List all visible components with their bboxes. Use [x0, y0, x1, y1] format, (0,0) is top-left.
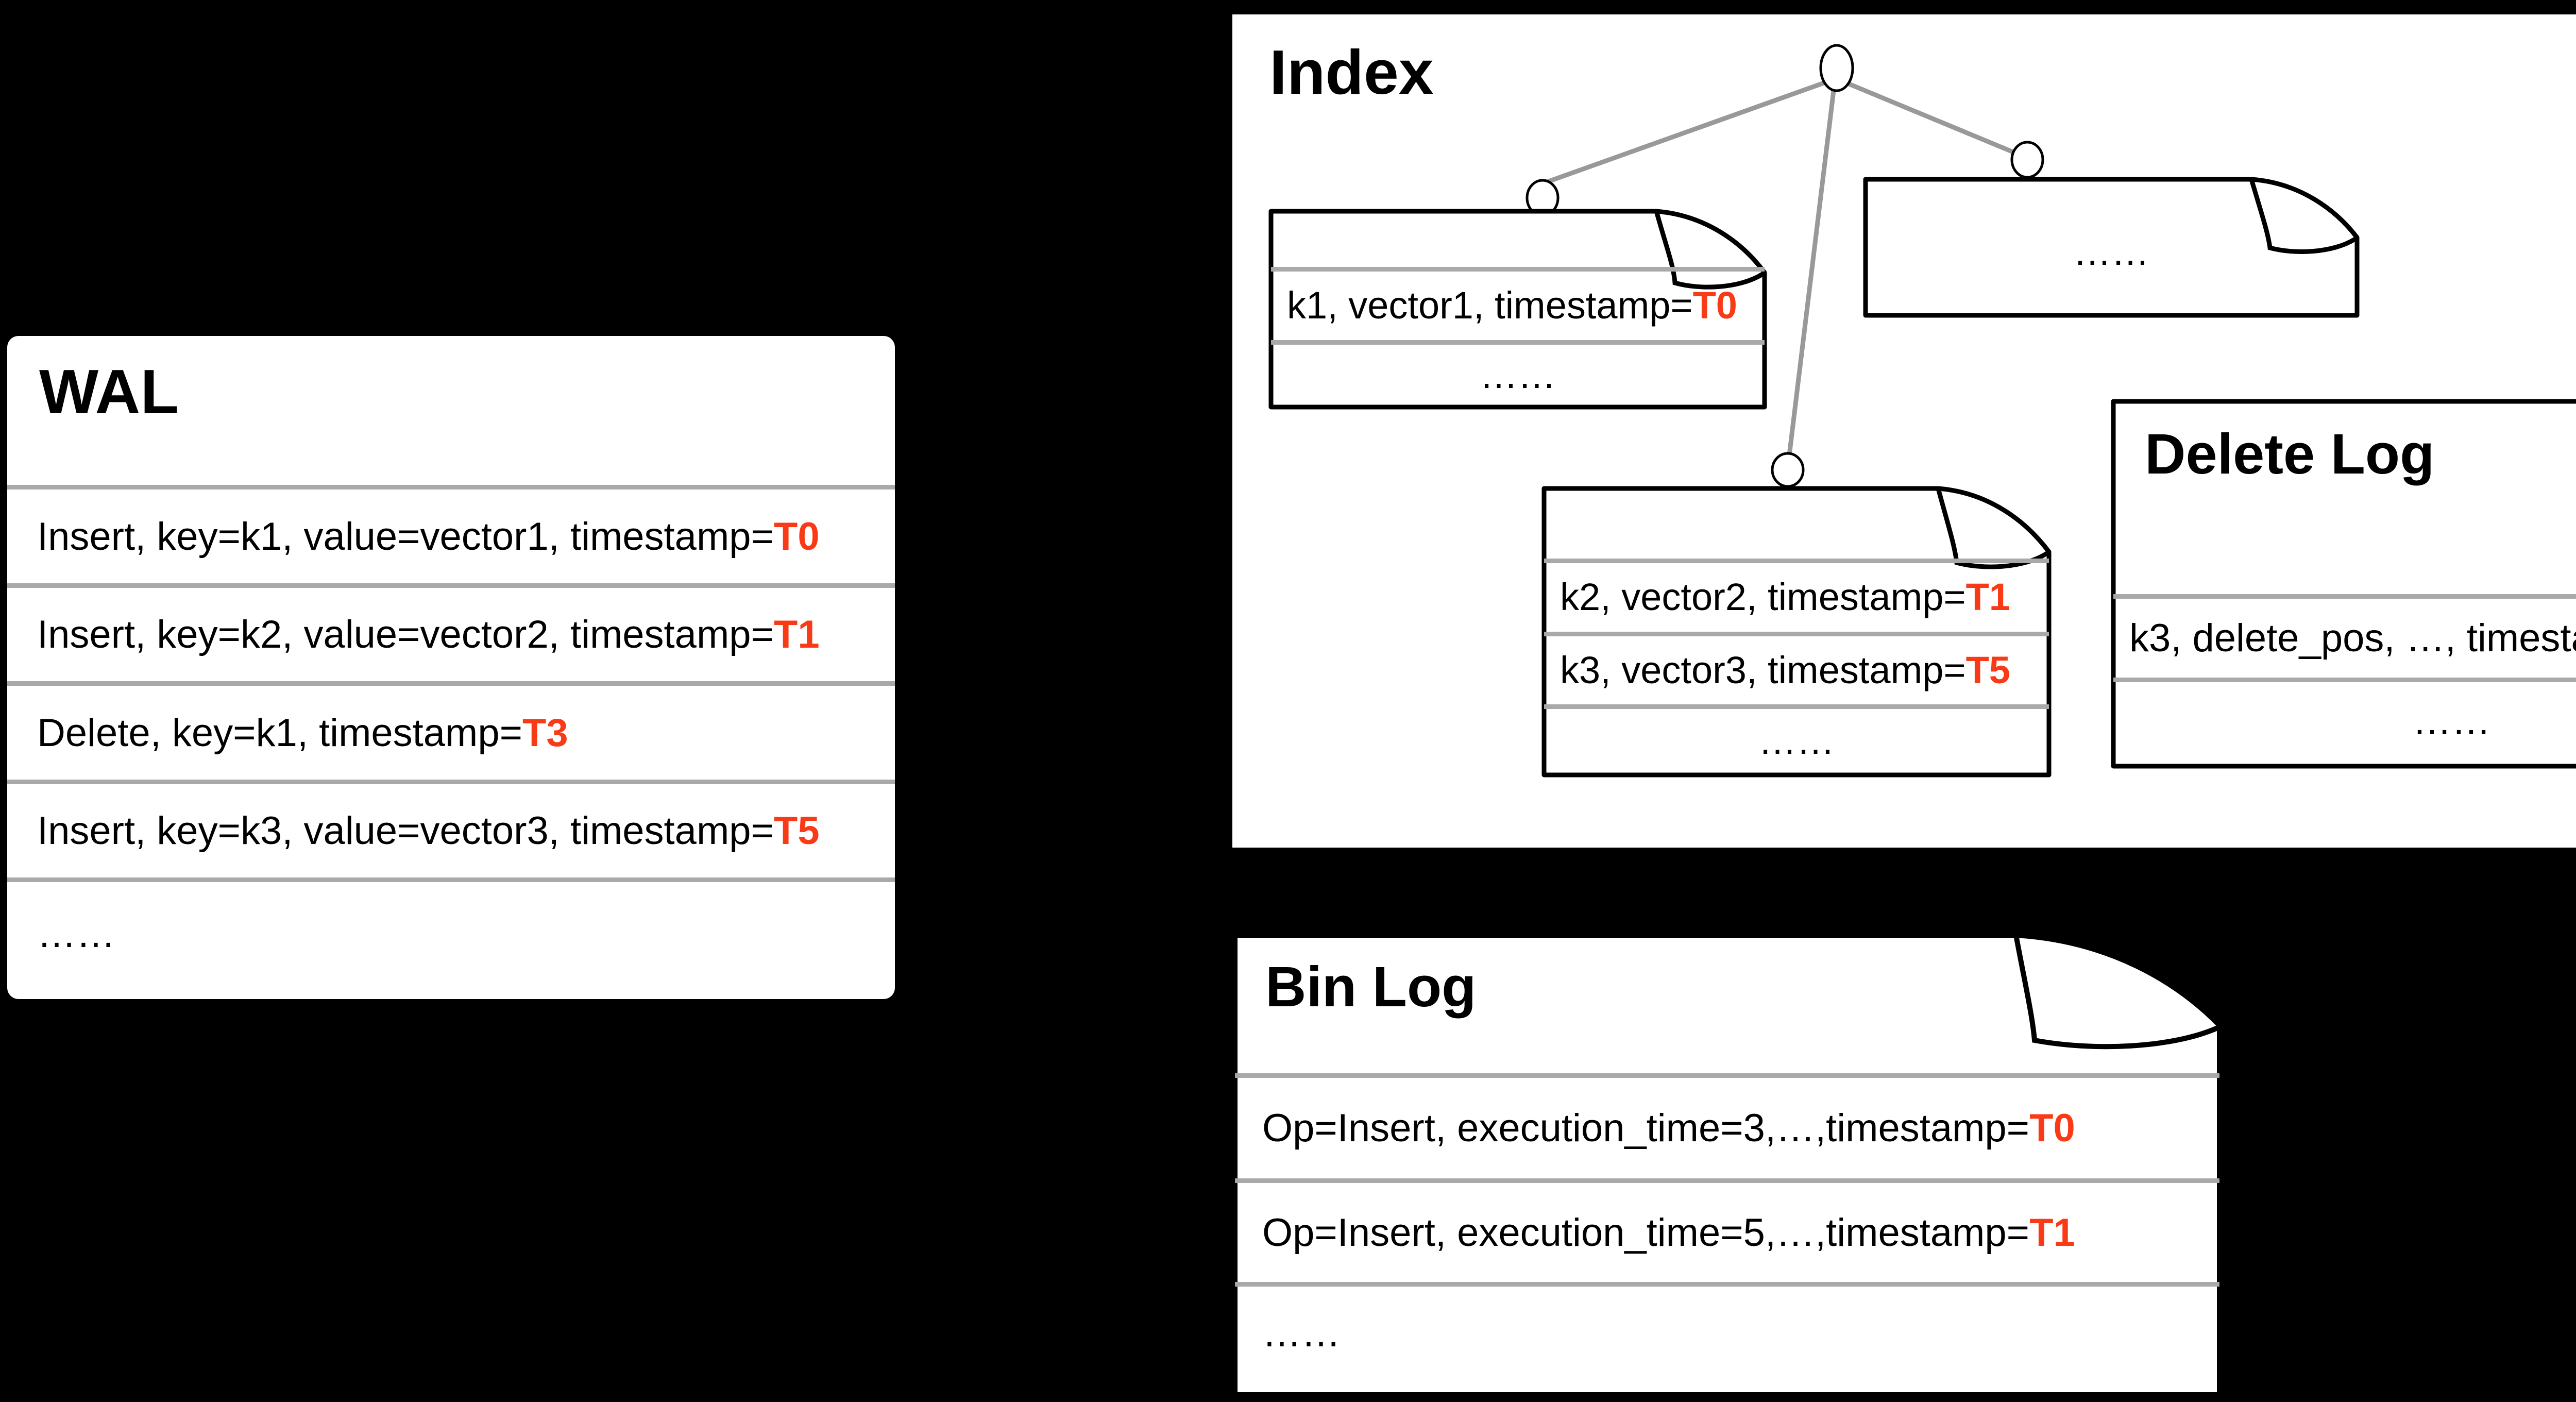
dog-ear-page — [1268, 209, 1767, 410]
index-k1-timestamp: T0 — [1692, 284, 1737, 327]
wal-row: Delete, key=k1, timestamp=T3 — [7, 686, 895, 780]
index-panel: Index — [1232, 14, 2576, 848]
folded-corner — [1654, 209, 1765, 290]
wal-row-text: Insert, key=k2, value=vector2, timestamp… — [37, 613, 774, 656]
wal-divider — [7, 583, 895, 588]
tree-edge-root-right — [1842, 79, 2025, 159]
index-title: Index — [1269, 37, 1434, 107]
index-k3-text: k3, vector3, timestamp= — [1560, 648, 1966, 691]
index-node-k1-doc: k1, vector1, timestamp=T0 …… — [1268, 209, 1767, 410]
folded-corner — [2013, 933, 2220, 1050]
wal-divider — [7, 877, 895, 882]
doc-divider — [1544, 704, 2049, 709]
doc-divider — [1271, 267, 1765, 272]
bin-log-text: Op=Insert, execution_time=5,…,timestamp= — [1262, 1210, 2030, 1255]
index-k2k3-ellipsis: …… — [1758, 719, 1835, 762]
doc-divider — [1235, 1282, 2219, 1287]
tree-node-root — [1819, 44, 1854, 92]
tree-edge-root-left — [1545, 78, 1832, 185]
wal-row-text: Insert, key=k3, value=vector3, timestamp… — [37, 809, 774, 853]
doc-divider — [2113, 594, 2576, 599]
index-node-k2k3-doc: k2, vector2, timestamp=T1 k3, vector3, t… — [1541, 486, 2052, 778]
tree-edges — [1545, 78, 2025, 468]
index-k2-text: k2, vector2, timestamp= — [1560, 576, 1966, 618]
delete-log-panel: Delete Log k3, delete_pos, …, timestamp=… — [2111, 399, 2576, 769]
doc-divider — [1235, 1073, 2219, 1078]
page-outline — [2111, 399, 2576, 769]
index-node-more-doc: …… — [1863, 177, 2360, 318]
tree-nodes — [1526, 44, 2044, 488]
tree-node-right — [2010, 141, 2044, 179]
wal-divider — [7, 485, 895, 489]
tree-node-middle — [1771, 452, 1805, 488]
index-more-ellipsis: …… — [2073, 230, 2149, 273]
wal-row-timestamp: T5 — [773, 809, 820, 853]
bin-log-timestamp: T1 — [2029, 1210, 2075, 1255]
bin-log-timestamp: T0 — [2029, 1106, 2075, 1150]
index-k2-timestamp: T1 — [1965, 576, 2010, 618]
delete-log-ellipsis: …… — [2412, 699, 2491, 743]
wal-title: WAL — [39, 357, 179, 427]
index-k3-row: k3, vector3, timestamp=T5 — [1541, 635, 2052, 704]
page-outline — [1863, 177, 2360, 318]
doc-divider — [2113, 678, 2576, 682]
wal-ellipsis-row: …… — [37, 911, 115, 956]
bin-log-row: Op=Insert, execution_time=5,…,timestamp=… — [1232, 1183, 2222, 1282]
dog-ear-page — [2111, 399, 2576, 769]
wal-row-text: Delete, key=k1, timestamp= — [37, 711, 522, 755]
index-k1-ellipsis: …… — [1480, 353, 1556, 396]
page-outline — [1268, 209, 1767, 410]
bin-log-title: Bin Log — [1265, 955, 1477, 1019]
wal-row-timestamp: T0 — [773, 514, 820, 559]
wal-row: Insert, key=k1, value=vector1, timestamp… — [7, 489, 895, 583]
wal-row: Insert, key=k3, value=vector3, timestamp… — [7, 784, 895, 877]
bin-log-panel: Bin Log Op=Insert, execution_time=3,…,ti… — [1232, 933, 2222, 1397]
dog-ear-page — [1863, 177, 2360, 318]
doc-divider — [1544, 632, 2049, 636]
wal-row-timestamp: T1 — [773, 613, 820, 656]
doc-divider — [1271, 340, 1765, 345]
dog-ear-page — [1232, 933, 2222, 1397]
folded-corner — [2249, 177, 2358, 254]
index-tree — [1526, 44, 2044, 488]
wal-row-timestamp: T3 — [522, 711, 568, 755]
tree-edge-root-middle — [1785, 86, 1837, 468]
doc-divider — [1235, 1178, 2219, 1183]
delete-log-text: k3, delete_pos, …, timestamp= — [2129, 616, 2576, 660]
index-k2-row: k2, vector2, timestamp=T1 — [1541, 562, 2052, 632]
page-outline — [1232, 933, 2222, 1397]
bin-log-text: Op=Insert, execution_time=3,…,timestamp= — [1262, 1106, 2030, 1150]
bin-log-ellipsis: …… — [1262, 1311, 1341, 1355]
delete-log-row: k3, delete_pos, …, timestamp=T3 — [2111, 599, 2576, 678]
wal-panel: WAL Insert, key=k1, value=vector1, times… — [7, 336, 895, 999]
index-k1-text: k1, vector1, timestamp= — [1287, 284, 1693, 327]
doc-divider — [1544, 559, 2049, 563]
wal-row-text: Insert, key=k1, value=vector1, timestamp… — [37, 514, 774, 559]
delete-log-title: Delete Log — [2145, 423, 2435, 486]
bin-log-row: Op=Insert, execution_time=3,…,timestamp=… — [1232, 1078, 2222, 1178]
wal-divider — [7, 780, 895, 784]
wal-row: Insert, key=k2, value=vector2, timestamp… — [7, 588, 895, 681]
wal-divider — [7, 681, 895, 686]
index-k3-timestamp: T5 — [1965, 648, 2010, 691]
index-k1-row: k1, vector1, timestamp=T0 — [1268, 271, 1767, 340]
